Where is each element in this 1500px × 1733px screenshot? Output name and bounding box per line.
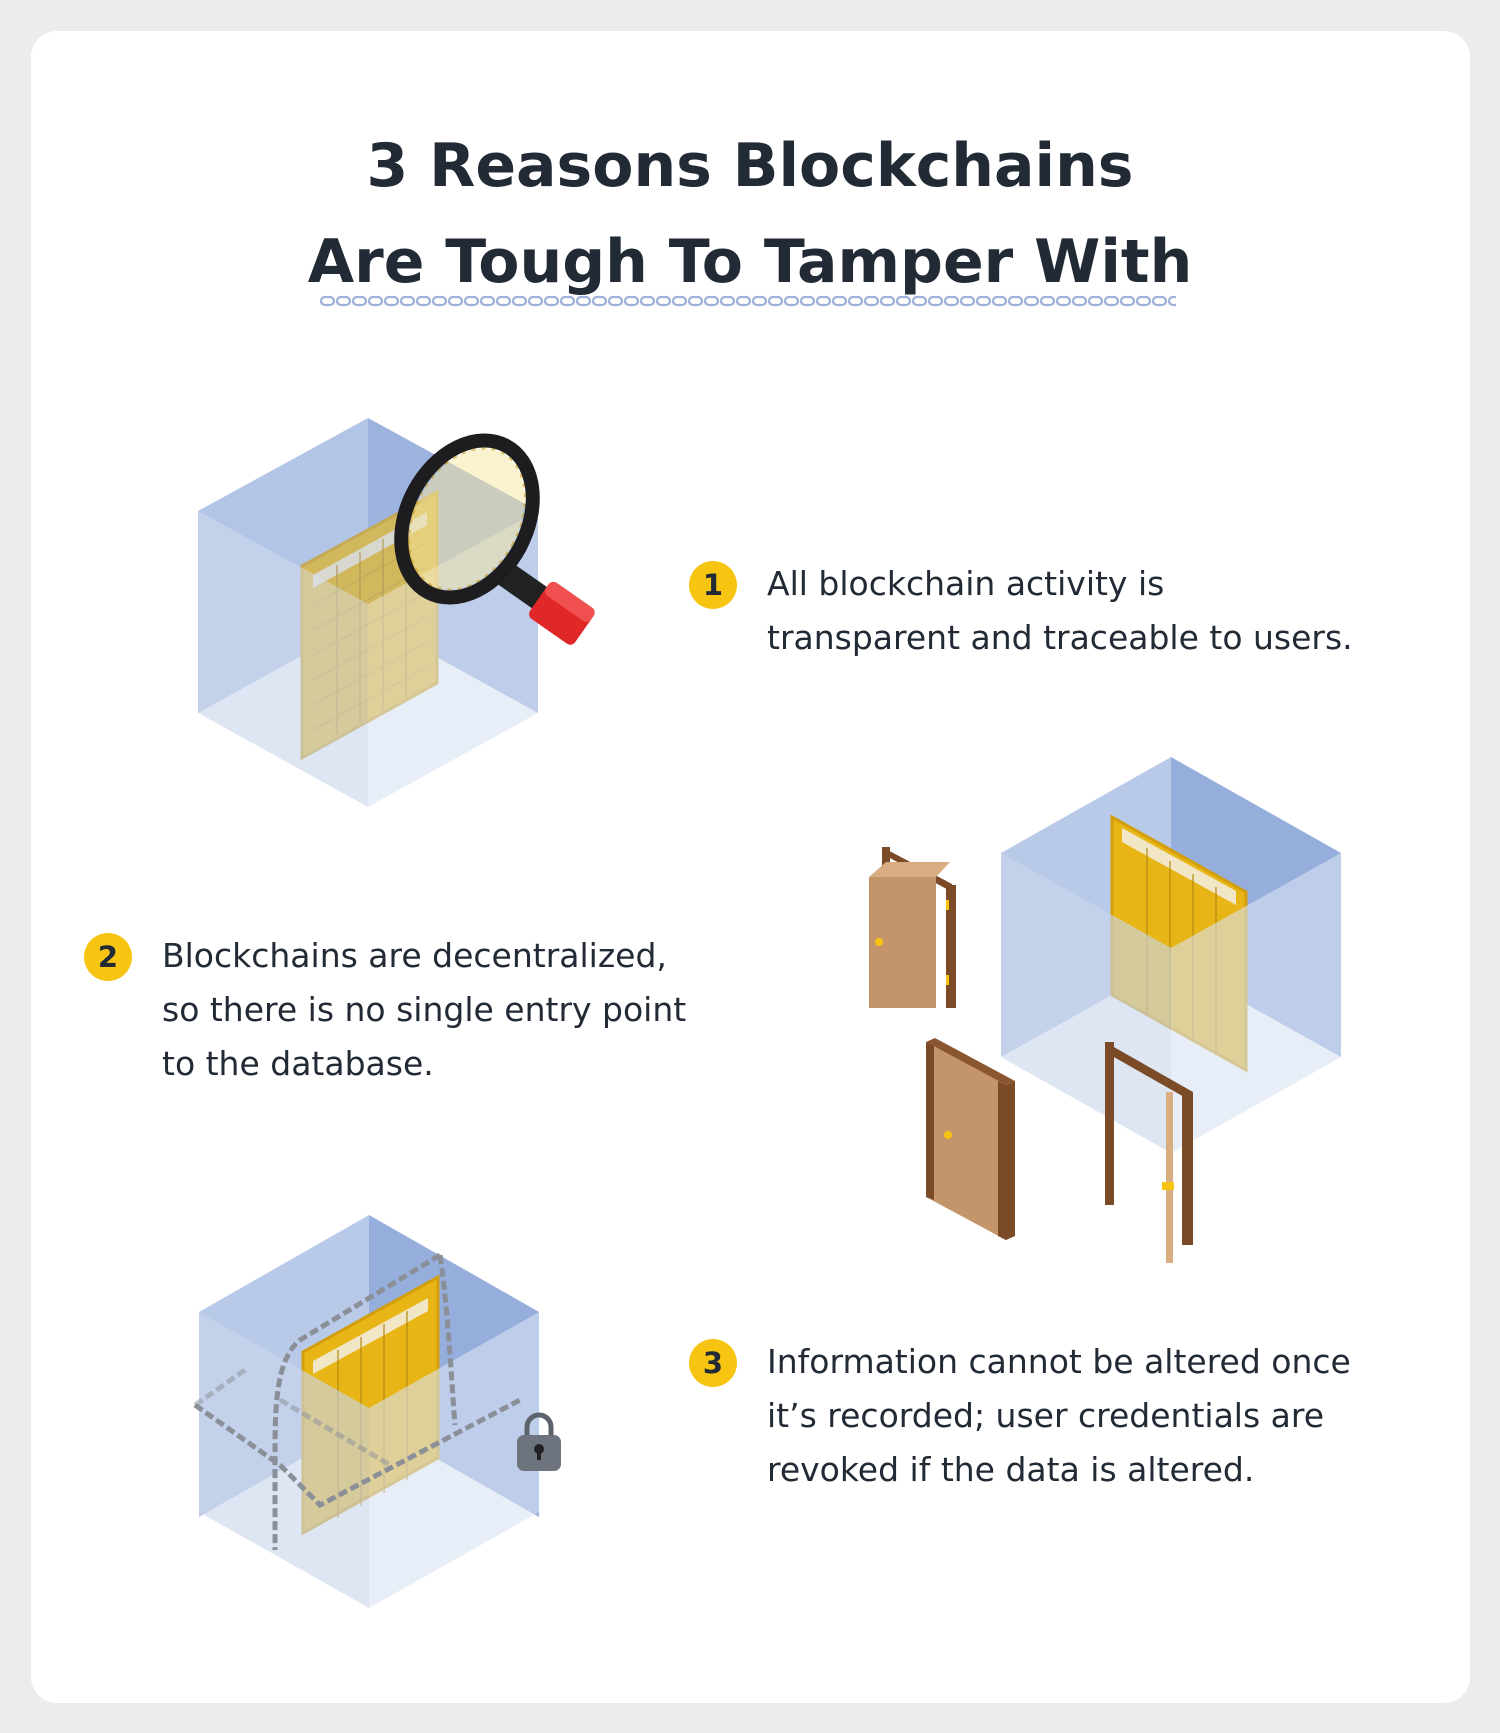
chained-cube-illustration — [193, 1215, 561, 1608]
reason-2-text: Blockchains are decentralized, so there … — [162, 929, 686, 1091]
chain-icon — [193, 1252, 522, 1550]
reason-3: 3 Information cannot be altered once it’… — [689, 1335, 1351, 1497]
reason-1: 1 All blockchain activity is transparent… — [689, 557, 1353, 665]
reason-2-line-1: Blockchains are decentralized, — [162, 936, 667, 975]
title-line-2: Are Tough To Tamper With — [307, 227, 1193, 297]
reason-1-line-1: All blockchain activity is — [767, 564, 1165, 603]
doors-cube-illustration — [869, 757, 1341, 1263]
reason-3-line-3: revoked if the data is altered. — [767, 1450, 1255, 1489]
reason-2: 2 Blockchains are decentralized, so ther… — [84, 929, 686, 1091]
reason-1-text: All blockchain activity is transparent a… — [767, 557, 1353, 665]
page-title: 3 Reasons Blockchains Are Tough To Tampe… — [0, 118, 1500, 310]
chain-divider-icon — [320, 294, 1176, 308]
title-line-1: 3 Reasons Blockchains — [366, 131, 1134, 201]
reason-2-number-badge: 2 — [84, 933, 132, 981]
reason-3-line-2: it’s recorded; user credentials are — [767, 1396, 1325, 1435]
open-door-icon — [869, 847, 956, 1008]
magnifier-icon — [394, 433, 595, 645]
reason-2-line-3: to the database. — [162, 1044, 434, 1083]
reason-1-line-2: transparent and traceable to users. — [767, 618, 1353, 657]
reason-3-line-1: Information cannot be altered once — [767, 1342, 1351, 1381]
reason-2-line-2: so there is no single entry point — [162, 990, 687, 1029]
reason-3-number-badge: 3 — [689, 1339, 737, 1387]
opening-door-icon — [1105, 1042, 1193, 1263]
padlock-icon — [517, 1412, 561, 1471]
magnifier-cube-illustration — [198, 418, 595, 807]
closed-door-icon — [926, 1038, 1015, 1240]
reason-3-text: Information cannot be altered once it’s … — [767, 1335, 1351, 1497]
reason-1-number-badge: 1 — [689, 561, 737, 609]
